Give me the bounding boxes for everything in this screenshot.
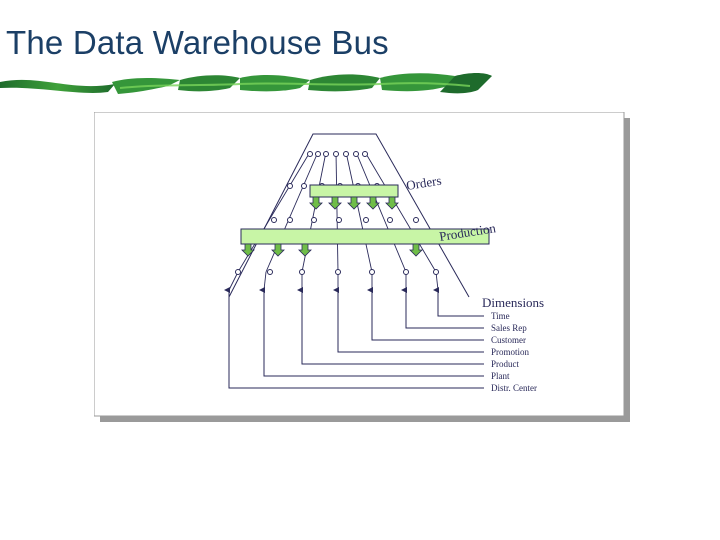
connector-node-icon [413,217,419,223]
orders-bus: Orders [309,173,442,210]
production-bus: Production [240,220,497,257]
connector-node-icon [315,151,321,157]
dimension-item: Promotion [491,347,530,357]
diagram-frame: Orders Production Dimensions Time Sales … [94,112,632,424]
connector-node-icon [333,151,339,157]
swoosh-decoration [0,73,492,94]
trapezoid-outline [228,133,470,298]
connector-node-icon [353,151,359,157]
slide-title: The Data Warehouse Bus [6,24,389,61]
connector-node-icon [307,151,313,157]
orders-bus-label: Orders [405,173,442,193]
dimension-feed-lines [224,287,484,389]
connector-node-icon [267,269,273,275]
connector-node-icon [301,183,307,189]
dimension-item: Sales Rep [491,323,527,333]
dimension-item: Plant [491,371,510,381]
connector-node-icon [343,151,349,157]
dimension-item: Distr. Center [491,383,537,393]
connector-node-icon [323,151,329,157]
dimension-item: Customer [491,335,526,345]
dimensions-legend: Dimensions Time Sales Rep Customer Promo… [482,295,544,393]
down-arrow-icon [328,196,342,210]
connector-node-icon [387,217,393,223]
down-arrow-icon [366,196,380,210]
dimension-item: Time [491,311,510,321]
down-arrow-icon [241,243,255,257]
down-arrow-icon [385,196,399,210]
connector-node-icon [362,151,368,157]
connector-node-icon [363,217,369,223]
down-arrow-icon [409,243,423,257]
connector-node-icon [369,269,375,275]
dimension-item: Product [491,359,519,369]
down-arrow-icon [347,196,361,210]
frame-panel [94,112,625,417]
connector-node-icon [235,269,241,275]
down-arrow-icon [298,243,312,257]
connector-node-icon [287,217,293,223]
connector-node-icon [403,269,409,275]
connector-node-icon [271,217,277,223]
connector-node-icon [299,269,305,275]
down-arrow-icon [271,243,285,257]
down-arrow-icon [309,196,323,210]
connector-node-icon [311,217,317,223]
dimensions-heading: Dimensions [482,295,544,310]
connector-node-icon [287,183,293,189]
connector-node-icon [335,269,341,275]
bus-architecture-diagram: Orders Production Dimensions Time Sales … [94,112,630,422]
connector-node-icon [433,269,439,275]
connector-node-icon [336,217,342,223]
